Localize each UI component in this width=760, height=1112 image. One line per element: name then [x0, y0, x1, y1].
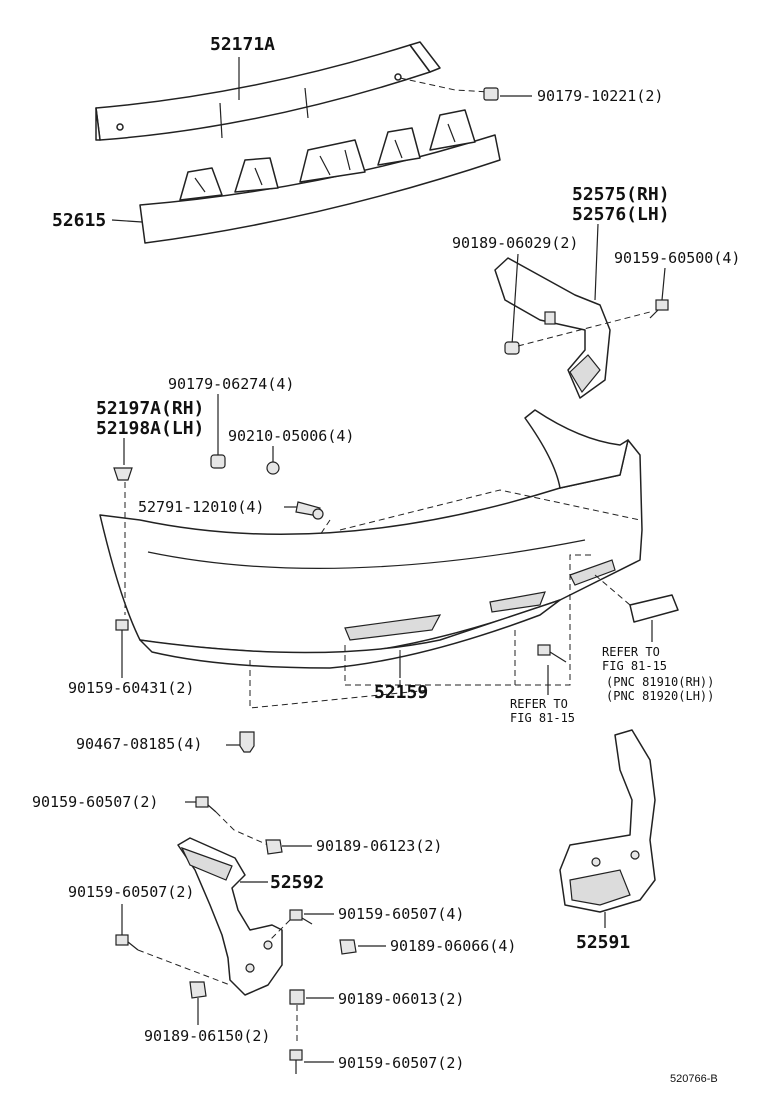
label-90159-60500: 90159-60500(4) [614, 249, 740, 267]
label-90189-06013: 90189-06013(2) [338, 990, 464, 1008]
refer-to-2: REFER TO [510, 697, 568, 711]
label-90189-06150: 90189-06150(2) [144, 1027, 270, 1045]
label-52591: 52591 [576, 932, 630, 953]
label-90159-60507-c: 90159-60507(4) [338, 905, 464, 923]
label-52576: 52576(LH) [572, 204, 670, 225]
label-52615: 52615 [52, 210, 106, 231]
clip-90189-06150[interactable] [189, 981, 207, 999]
pnc-lh: (PNC 81920(LH)) [606, 689, 714, 703]
label-52159: 52159 [374, 682, 428, 703]
screw-90159-60507-a[interactable] [195, 796, 217, 813]
label-52197A: 52197A(RH) [96, 398, 204, 419]
bumper-reinforcement[interactable] [95, 41, 441, 141]
nut-90179-06274[interactable] [210, 454, 226, 469]
label-90189-06029: 90189-06029(2) [452, 234, 578, 252]
refer-fig-1: FIG 81-15 [602, 659, 667, 673]
clip-90189-06123[interactable] [265, 839, 283, 855]
washer-90210-05006[interactable] [266, 461, 280, 475]
label-90179-10221: 90179-10221(2) [537, 87, 663, 105]
label-90189-06123: 90189-06123(2) [316, 837, 442, 855]
clip-90189-06029[interactable] [504, 341, 520, 355]
lower-bracket-52591[interactable] [559, 729, 656, 913]
label-52575: 52575(RH) [572, 184, 670, 205]
label-52592: 52592 [270, 872, 324, 893]
screw-90159-60500[interactable] [649, 299, 669, 319]
screw-90159-60507-d[interactable] [289, 1049, 303, 1074]
refer-to-1: REFER TO [602, 645, 660, 659]
label-52198A: 52198A(LH) [96, 418, 204, 439]
label-90159-60507-d: 90159-60507(2) [338, 1054, 464, 1072]
label-90179-06274: 90179-06274(4) [168, 375, 294, 393]
clip-52197A[interactable] [113, 467, 133, 481]
label-90159-60507-b: 90159-60507(2) [68, 883, 194, 901]
label-52171A: 52171A [210, 34, 275, 55]
label-90159-60507-a: 90159-60507(2) [32, 793, 158, 811]
side-retainer[interactable] [494, 257, 611, 399]
label-90159-60431: 90159-60431(2) [68, 679, 194, 697]
diagram-id: 520766-B [670, 1073, 718, 1085]
reflector[interactable] [629, 594, 679, 623]
clip-90189-06066[interactable] [339, 939, 357, 955]
screw-90159-60431[interactable] [115, 619, 129, 648]
lower-bracket-52592[interactable] [177, 837, 283, 996]
pnc-rh: (PNC 81910(RH)) [606, 675, 714, 689]
clip-90189-06013[interactable] [289, 989, 305, 1005]
label-90467-08185: 90467-08185(4) [76, 735, 202, 753]
screw-90159-60507-b[interactable] [115, 934, 139, 951]
bumper-absorber[interactable] [139, 109, 501, 244]
clip-90467-08185[interactable] [239, 731, 255, 753]
screw-90159-60507-c[interactable] [289, 909, 313, 925]
refer-fig-2: FIG 81-15 [510, 711, 575, 725]
label-90189-06066: 90189-06066(4) [390, 937, 516, 955]
bolt-52791-12010[interactable] [295, 501, 324, 520]
nut-90179-10221[interactable] [483, 87, 499, 101]
label-52791-12010: 52791-12010(4) [138, 498, 264, 516]
bumper-cover[interactable] [99, 409, 643, 669]
label-90210-05006: 90210-05006(4) [228, 427, 354, 445]
screw-refer-fig[interactable] [537, 644, 567, 663]
